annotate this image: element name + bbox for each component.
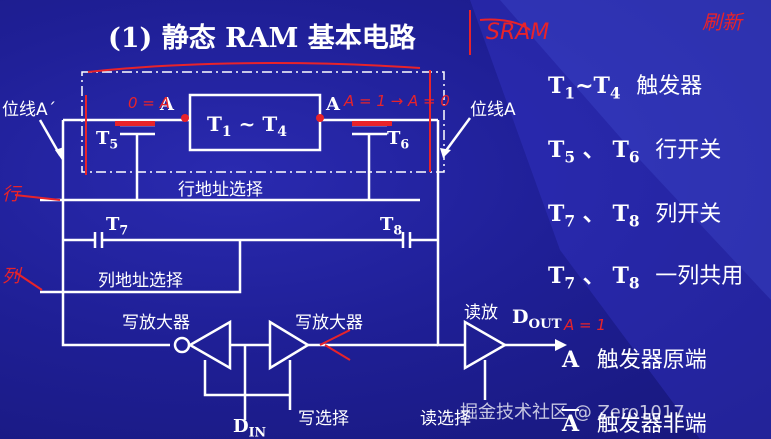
ann-sram: SRAM (486, 20, 550, 45)
t5-transistor (120, 123, 155, 170)
node-a-right-dot (316, 114, 324, 122)
read-amp (463, 319, 508, 371)
row-select-line (40, 170, 420, 202)
bitline-left-arrow (38, 119, 62, 156)
page-title: (1) 静态 RAM 基本电路 (108, 23, 416, 54)
t5-label: T5 (96, 128, 119, 152)
legend-row-2: T5 、 T6 行开关 (548, 137, 722, 167)
node-a-left: A (160, 94, 174, 115)
ann-a-right: A = 1 → A = 0 (344, 92, 450, 110)
write-select-label: 写选择 (298, 409, 349, 429)
ann-col: 列 (2, 266, 20, 287)
ann-arrow (319, 329, 351, 361)
write-amp-left-label: 写放大器 (122, 313, 190, 333)
legend-a-bar: A 触发器非端 (562, 411, 707, 437)
ann-a-left: 0 = A (128, 94, 170, 112)
ann-cell-marks (85, 62, 431, 175)
bitline-left-arrowhead (55, 147, 64, 160)
row-select-label: 行地址选择 (178, 180, 263, 200)
din-label: DIN (233, 416, 267, 439)
t7-switch (40, 232, 242, 294)
read-amp-label: 读放 (464, 303, 498, 323)
legend-row-1: T1~T4 触发器 (548, 73, 703, 103)
bitline-left (61, 120, 170, 347)
cell-boundary (81, 71, 445, 173)
write-amp-right-label: 写放大器 (295, 313, 363, 333)
ann-top-scribble (469, 10, 531, 55)
flipflop-box (188, 93, 322, 152)
t5-highlight (115, 121, 155, 126)
write-amp-right (268, 319, 311, 371)
din-line (203, 345, 292, 420)
legend-row-4: T7 、 T8 一列共用 (548, 263, 744, 293)
bitline-left-label: 位线A´ (2, 100, 57, 120)
flipflop-label: T1 ~ T4 (207, 112, 287, 140)
t6-transistor (352, 123, 387, 170)
ann-row-col-marks (14, 194, 61, 291)
read-select-label: 读选择 (420, 409, 471, 429)
dout-label: DOUT (512, 306, 562, 332)
ann-row: 行 (2, 184, 20, 205)
ann-tag: 刷新 (702, 10, 742, 34)
background-panel (470, 0, 771, 439)
col-select-label: 列地址选择 (98, 271, 183, 291)
legend-row-3: T7 、 T8 列开关 (548, 201, 722, 231)
t6-highlight (352, 121, 392, 126)
t8-switch (240, 232, 438, 248)
background-highlight (500, 0, 771, 300)
bitline-right-label: 位线A (470, 100, 516, 120)
dout-arrow (555, 339, 567, 351)
bitline-right-arrowhead (440, 148, 451, 158)
bitline-right-arrow (443, 117, 472, 153)
t6-label: T6 (387, 128, 410, 152)
write-amp-left (187, 319, 232, 371)
node-a-left-dot (181, 114, 189, 122)
t7-label: T7 (106, 214, 129, 238)
watermark: 掘金技术社区 @ Zero1017 (460, 402, 685, 423)
legend-a: A 触发器原端 (562, 347, 707, 373)
t8-label: T8 (380, 214, 403, 238)
ann-a-out: A = 1 (564, 316, 606, 334)
write-amp-left-invert (173, 336, 191, 354)
node-a-right: A (326, 94, 340, 115)
